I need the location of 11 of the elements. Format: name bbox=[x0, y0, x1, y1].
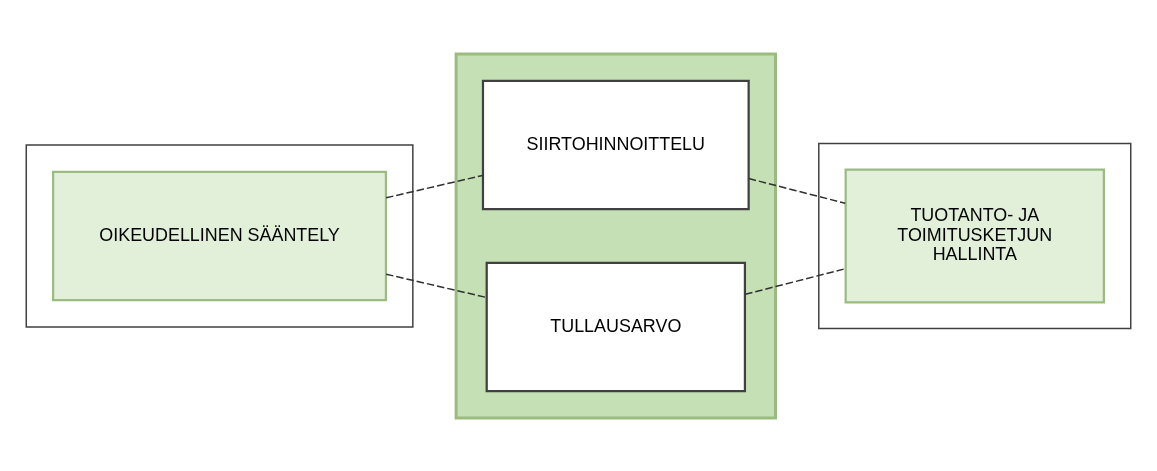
cluster bbox=[818, 142, 1132, 329]
node-box: TULLAUSARVO bbox=[485, 261, 747, 392]
connector bbox=[744, 267, 846, 295]
node-box: TUOTANTO- JA TOIMITUSKETJUN HALLINTA bbox=[844, 167, 1105, 304]
connector bbox=[385, 272, 487, 298]
connector bbox=[748, 177, 846, 204]
cluster bbox=[454, 51, 777, 420]
connector bbox=[385, 174, 484, 199]
node-box: SIIRTOHINNOITTELU bbox=[481, 79, 750, 210]
node-box: OIKEUDELLINEN SÄÄNTELY bbox=[52, 170, 388, 301]
cluster bbox=[25, 143, 414, 328]
